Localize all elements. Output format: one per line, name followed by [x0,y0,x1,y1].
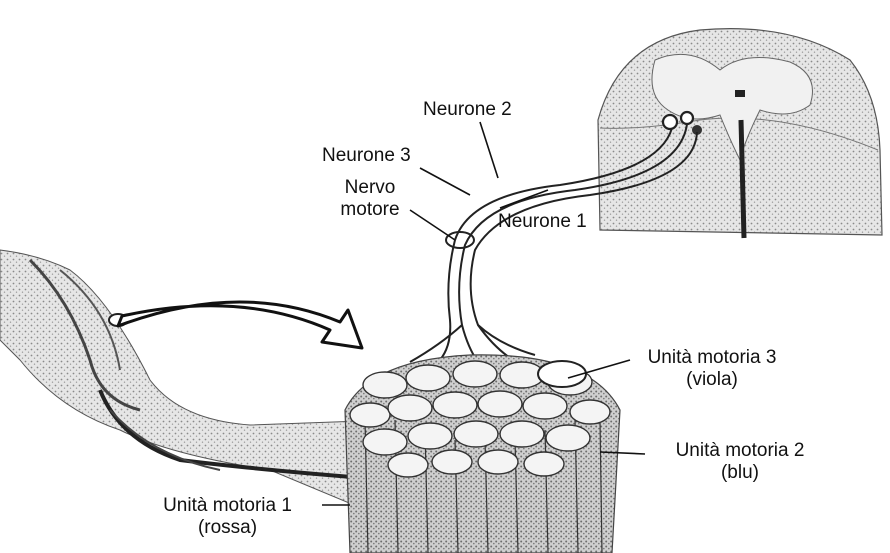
label-neurone-2: Neurone 2 [423,99,512,121]
label-nervo-line2: motore [320,199,420,221]
label-unita-motoria-3: Unità motoria 3 (viola) [622,347,802,391]
label-neurone-3: Neurone 3 [322,145,411,167]
label-unita3-line1: Unità motoria 3 [622,347,802,369]
label-nervo-line1: Nervo [320,177,420,199]
muscle-fascicle [345,355,620,553]
label-unita-motoria-2: Unità motoria 2 (blu) [650,440,830,484]
label-unita1-line2: (rossa) [135,517,320,539]
label-unita1-line1: Unità motoria 1 [135,495,320,517]
label-neurone-1: Neurone 1 [498,211,587,233]
label-unita2-line1: Unità motoria 2 [650,440,830,462]
nerve-sheath-ring [446,232,474,248]
label-nervo-motore: Nervo motore [320,177,420,221]
arm-illustration [0,250,390,520]
label-unita2-line2: (blu) [650,462,830,484]
zoom-arrow [118,302,362,348]
spinal-cord [598,29,882,238]
label-unita-motoria-1: Unità motoria 1 (rossa) [135,495,320,539]
label-unita3-line2: (viola) [622,369,802,391]
